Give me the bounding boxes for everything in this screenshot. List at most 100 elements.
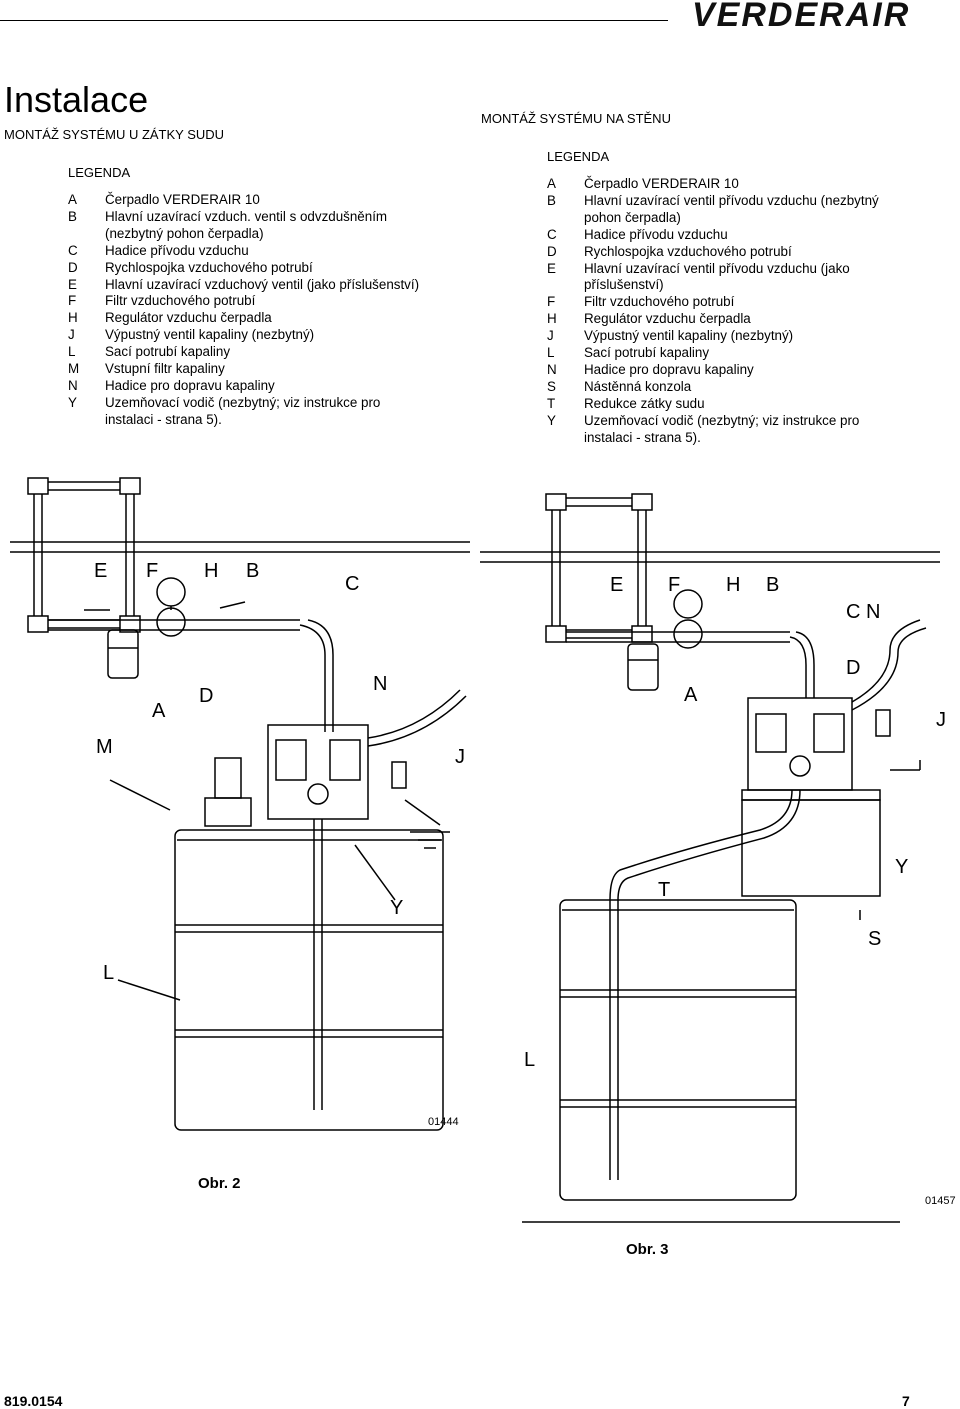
legend-text: Regulátor vzduchu čerpadla xyxy=(105,310,272,326)
legend-key: D xyxy=(68,259,78,275)
legend-key: C xyxy=(68,242,78,258)
left-legend-list: A Čerpadlo VERDERAIR 10 B Hlavní uzavírací … xyxy=(68,192,428,429)
page-title: Instalace xyxy=(4,79,149,120)
legend-key: B xyxy=(68,208,77,224)
figure-callout-label: E xyxy=(610,574,623,596)
legend-key: H xyxy=(547,311,557,327)
figure-callout-label: A xyxy=(152,700,166,722)
legend-item: L Sací potrubí kapaliny xyxy=(68,344,428,361)
figure-callout-label: D xyxy=(199,685,213,707)
legend-key: T xyxy=(547,395,556,411)
figure-callout-label: Y xyxy=(390,897,403,919)
legend-text: Regulátor vzduchu čerpadla xyxy=(584,311,751,327)
legend-text: Hlavní uzavírací vzduch. ventil s odvzdu… xyxy=(105,208,388,241)
legend-key: A xyxy=(68,192,77,207)
legend-key: Y xyxy=(68,394,77,410)
figure-callout-label: H xyxy=(204,560,218,582)
legend-text: Hadice pro dopravu kapaliny xyxy=(584,361,754,377)
legend-text: Hadice přívodu vzduchu xyxy=(584,226,728,242)
figure-callout-label: D xyxy=(846,657,860,679)
left-legend-title: LEGENDA xyxy=(68,165,131,180)
legend-text: Uzemňovací vodič (nezbytný; viz instrukc… xyxy=(105,394,381,427)
figure-2-id: 01444 xyxy=(428,1116,459,1128)
legend-key: N xyxy=(547,361,557,377)
legend-item: B Hlavní uzavírací vzduch. ventil s odvzd… xyxy=(68,209,428,243)
figure-callout-label: B xyxy=(766,574,779,596)
legend-text: Rychlospojka vzduchového potrubí xyxy=(105,259,313,275)
legend-item: T Redukce zátky sudu xyxy=(547,396,907,413)
figure-callout-label: T xyxy=(658,879,670,901)
legend-key: L xyxy=(68,344,76,360)
legend-text: Čerpadlo VERDERAIR 10 xyxy=(105,192,260,207)
legend-item: B Hlavní uzavírací ventil přívodu vzduchu… xyxy=(547,193,907,227)
figure-callout-label: H xyxy=(726,574,740,596)
legend-text: Filtr vzduchového potrubí xyxy=(584,294,735,310)
figure-callout-label: S xyxy=(868,928,881,950)
figure-3-caption: Obr. 3 xyxy=(626,1241,669,1258)
legend-item: F Filtr vzduchového potrubí xyxy=(68,293,428,310)
figure-callout-label: L xyxy=(103,962,114,984)
legend-text: Hadice přívodu vzduchu xyxy=(105,242,249,258)
legend-item: C Hadice přívodu vzduchu xyxy=(547,227,907,244)
legend-item: N Hadice pro dopravu kapaliny xyxy=(68,378,428,395)
legend-text: Sací potrubí kapaliny xyxy=(584,345,710,361)
legend-text: Redukce zátky sudu xyxy=(584,395,705,411)
legend-item: A Čerpadlo VERDERAIR 10 xyxy=(68,192,428,209)
legend-text: Výpustný ventil kapaliny (nezbytný) xyxy=(105,327,315,343)
legend-text: Hlavní uzavírací ventil přívodu vzduchu … xyxy=(584,192,879,225)
figure-callout-label: J xyxy=(455,746,465,768)
figure-callout-label: J xyxy=(936,709,946,731)
legend-key: E xyxy=(547,260,556,276)
legend-item: C Hadice přívodu vzduchu xyxy=(68,243,428,260)
legend-item: H Regulátor vzduchu čerpadla xyxy=(547,311,907,328)
legend-key: F xyxy=(68,293,77,309)
figure-callout-label: C N xyxy=(846,601,880,623)
legend-key: N xyxy=(68,377,78,393)
figure-2-caption: Obr. 2 xyxy=(198,1175,241,1192)
legend-key: S xyxy=(547,378,556,394)
brand-logo: VERDERAIR xyxy=(692,0,911,34)
figure-callout-label: F xyxy=(668,574,680,596)
legend-key: J xyxy=(68,327,75,343)
legend-key: B xyxy=(547,192,556,208)
figure-callout-label: F xyxy=(146,560,158,582)
figure-callout-label: B xyxy=(246,560,259,582)
legend-key: L xyxy=(547,345,555,361)
legend-key: E xyxy=(68,276,77,292)
right-section-subtitle: MONTÁŽ SYSTÉMU NA STĚNU xyxy=(481,111,671,126)
figure-3-id: 01457 xyxy=(925,1195,956,1207)
legend-text: Filtr vzduchového potrubí xyxy=(105,293,256,309)
legend-key: F xyxy=(547,294,556,310)
legend-item: Y Uzemňovací vodič (nezbytný; viz instruk… xyxy=(68,395,428,429)
legend-key: A xyxy=(547,176,556,191)
legend-item: S Nástěnná konzola xyxy=(547,379,907,396)
right-legend-title: LEGENDA xyxy=(547,149,610,164)
header-rule xyxy=(0,20,668,21)
legend-item: J Výpustný ventil kapaliny (nezbytný) xyxy=(68,327,428,344)
figure-callout-label: A xyxy=(684,684,698,706)
legend-item: F Filtr vzduchového potrubí xyxy=(547,294,907,311)
legend-text: Hadice pro dopravu kapaliny xyxy=(105,377,275,393)
doc-number: 819.0154 xyxy=(4,1393,63,1409)
legend-item: D Rychlospojka vzduchového potrubí xyxy=(68,260,428,277)
legend-text: Sací potrubí kapaliny xyxy=(105,344,231,360)
legend-key: C xyxy=(547,226,557,242)
legend-key: D xyxy=(547,243,557,259)
legend-text: Vstupní filtr kapaliny xyxy=(105,361,225,377)
page-number: 7 xyxy=(902,1393,910,1409)
figure-callout-label: E xyxy=(94,560,107,582)
legend-item: N Hadice pro dopravu kapaliny xyxy=(547,362,907,379)
legend-text: Nástěnná konzola xyxy=(584,378,692,394)
legend-item: L Sací potrubí kapaliny xyxy=(547,345,907,362)
